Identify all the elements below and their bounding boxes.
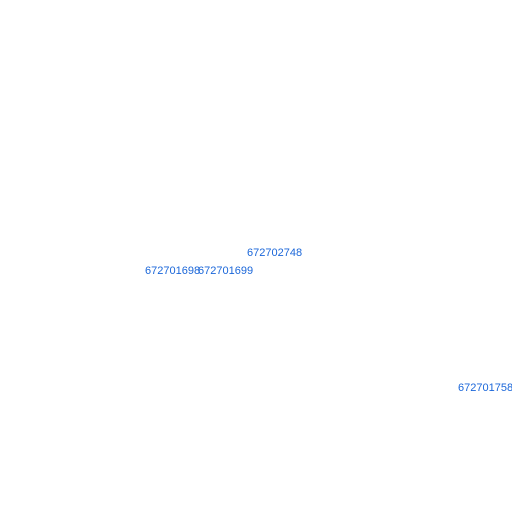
id-link-672701698[interactable]: 672701698 [145, 265, 201, 277]
id-link-672702748[interactable]: 672702748 [247, 247, 303, 259]
id-link-672701758[interactable]: 672701758 [458, 382, 512, 394]
id-link-672701699[interactable]: 672701699 [198, 265, 254, 277]
